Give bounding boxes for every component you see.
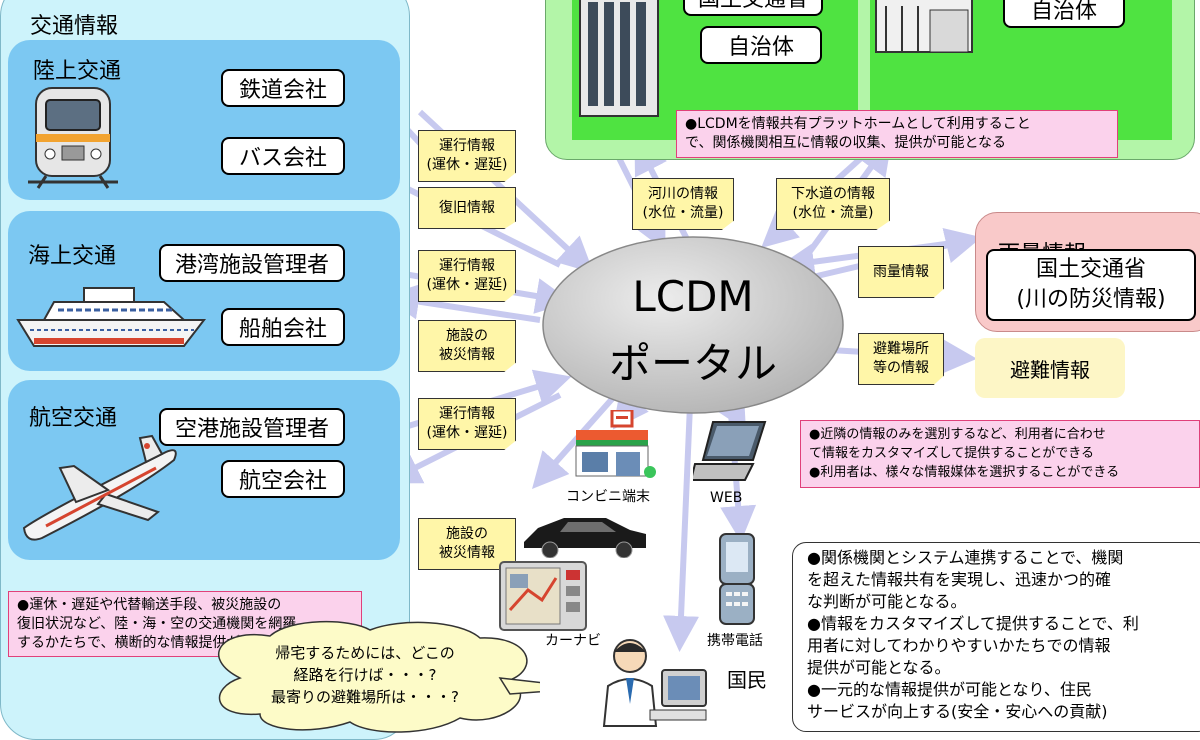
train-icon (28, 87, 118, 189)
citizen-question: 帰宅するためには、どこの 経路を行けば・・・? 最寄りの避難場所は・・・? (271, 644, 459, 706)
portal-title: ポータル (608, 339, 777, 388)
ship-icon (16, 287, 207, 347)
shipping-company-box: 船舶会社 (221, 308, 345, 346)
note-shelter: 避難場所 等の情報 (858, 333, 944, 385)
note-operation-land: 運行情報 (運休・遅延) (418, 130, 516, 182)
note-rain: 雨量情報 (858, 246, 944, 298)
air-title: 航空交通 (29, 406, 118, 431)
laptop-icon (693, 421, 767, 481)
lcdm-title: LCDM (632, 272, 754, 321)
land-title: 陸上交通 (33, 59, 122, 84)
lcdm-portal-ellipse (542, 236, 844, 414)
mlit-river-box: 国土交通省 (川の防災情報) (986, 249, 1196, 321)
bus-company-box: バス会社 (221, 137, 345, 175)
citizen-label: 国民 (727, 668, 767, 692)
carnavi-label: カーナビ (545, 633, 601, 649)
sea-title: 海上交通 (28, 244, 117, 269)
mobile-phone-icon (719, 533, 755, 625)
summary-note: ●関係機関とシステム連携することで、機関 を超えた情報共有を実現し、迅速かつ的確… (792, 542, 1200, 732)
convenience-store-icon (575, 410, 656, 478)
mobile-label: 携帯電話 (707, 633, 763, 649)
note-recovery: 復旧情報 (418, 187, 516, 229)
city-hall-icon (875, 0, 973, 53)
car-icon (524, 518, 646, 558)
office-building-icon (579, 0, 659, 117)
agencies-note: ●LCDMを情報共有プラットホームとして利用すること で、関係機関相互に情報の収… (676, 110, 1118, 158)
airplane-icon (22, 434, 177, 541)
car-navigation-icon (499, 561, 587, 631)
note-operation-air: 運行情報 (運休・遅延) (418, 398, 516, 450)
speech-bubble (218, 620, 540, 733)
railway-company-box: 鉄道会社 (221, 69, 345, 107)
conveni-label: コンビニ端末 (566, 489, 650, 505)
note-facility-sea: 施設の 被災情報 (418, 320, 516, 372)
municipality-left-box: 自治体 (700, 26, 822, 64)
web-label: WEB (710, 490, 743, 506)
customize-note: ●近隣の情報のみを選別するなど、利用者に合わせ て情報をカスタマイズして提供する… (800, 420, 1200, 488)
airline-company-box: 航空会社 (221, 460, 345, 498)
evac-panel: 避難情報 (975, 338, 1125, 398)
arrow-to-citizen (663, 404, 700, 652)
note-river: 河川の情報 (水位・流量) (632, 178, 734, 230)
evac-label: 避難情報 (1010, 357, 1090, 382)
airport-manager-box: 空港施設管理者 (159, 408, 345, 446)
note-operation-sea: 運行情報 (運休・遅延) (418, 250, 516, 302)
note-sewer: 下水道の情報 (水位・流量) (776, 178, 890, 230)
mlit-top-box: 国土交通省 (683, 0, 823, 16)
note-facility-air: 施設の 被災情報 (418, 518, 516, 570)
port-manager-box: 港湾施設管理者 (159, 244, 345, 282)
municipality-right-box: 自治体 (1003, 0, 1125, 28)
transport-title: 交通情報 (30, 14, 119, 39)
citizen-person-icon (602, 639, 707, 727)
